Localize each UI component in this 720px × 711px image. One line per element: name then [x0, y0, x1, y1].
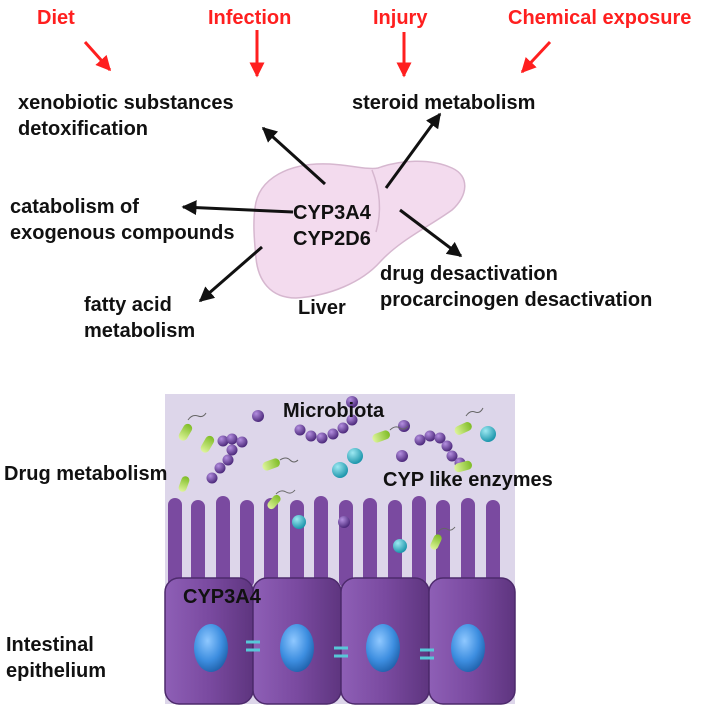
intestinal-epithelium-line-1: Intestinal — [6, 634, 94, 656]
arrow-to-drug — [399, 208, 463, 258]
liver-enzymes: CYP3A4 CYP2D6 — [293, 200, 371, 252]
function-xenobiotic: xenobiotic substances detoxification — [18, 90, 234, 142]
drug-metabolism-label: Drug metabolism — [4, 463, 168, 485]
trigger-chemical-exposure: Chemical exposure — [508, 7, 692, 29]
tight-junctions — [246, 640, 434, 660]
function-drug-line-1: drug desactivation — [380, 263, 558, 285]
function-drug: drug desactivation procarcinogen desacti… — [380, 261, 652, 313]
microbe-sphere — [396, 450, 408, 462]
rod-bacterium — [454, 407, 484, 435]
intestinal-epithelium-line-2: epithelium — [6, 660, 107, 682]
bacteria-chain — [206, 433, 248, 484]
liver-label: Liver — [298, 297, 346, 319]
function-drug-line-2: procarcinogen desactivation — [380, 289, 653, 311]
trigger-diet: Diet — [37, 7, 75, 29]
arrow-to-steroid — [384, 112, 442, 189]
enzyme-sphere — [347, 448, 363, 464]
enzyme-sphere — [393, 539, 407, 553]
rod-bacterium — [372, 425, 409, 443]
cell-nucleus — [451, 624, 485, 672]
bacteria-chain — [294, 414, 358, 444]
arrow-to-xenobiotic — [261, 126, 327, 186]
function-fatty-acid-line-1: fatty acid — [84, 294, 172, 316]
trigger-arrows — [83, 30, 552, 78]
rod-bacterium — [178, 476, 190, 492]
function-fatty-acid: fatty acid metabolism — [84, 292, 195, 344]
cyp-like-enzymes-label: CYP like enzymes — [383, 469, 553, 491]
cell-nucleus — [366, 624, 400, 672]
arrow-to-catabolism — [181, 200, 294, 216]
microbes — [178, 396, 496, 553]
trigger-infection: Infection — [208, 7, 292, 29]
function-xenobiotic-line-1: xenobiotic substances — [18, 92, 234, 114]
function-steroid: steroid metabolism — [352, 90, 535, 116]
function-xenobiotic-line-2: detoxification — [18, 118, 149, 140]
diet-arrow — [83, 41, 112, 72]
intestinal-epithelium-label: Intestinal epithelium — [6, 632, 106, 684]
microbe-sphere — [338, 516, 350, 528]
function-fatty-acid-line-2: metabolism — [84, 320, 196, 342]
liver-shape — [253, 160, 466, 299]
enzyme-sphere — [292, 515, 306, 529]
trigger-injury: Injury — [373, 7, 428, 29]
rod-bacterium — [267, 489, 296, 510]
microbiota-label: Microbiota — [283, 400, 385, 422]
function-catabolism: catabolism of exogenous compounds — [10, 194, 234, 246]
epithelial-cells — [164, 577, 516, 705]
rod-bacterium — [178, 412, 207, 441]
rod-bacterium — [200, 435, 215, 453]
liver-enzyme-cyp2d6: CYP2D6 — [293, 228, 371, 250]
liver-lobe-line — [371, 169, 381, 233]
rod-bacterium — [430, 526, 456, 550]
rod-bacterium — [454, 460, 472, 473]
arrow-to-fatty-acid — [198, 245, 263, 303]
function-arrows — [181, 112, 463, 303]
enzyme-sphere — [480, 426, 496, 442]
microbe-sphere — [252, 410, 264, 422]
enzyme-sphere — [332, 462, 348, 478]
microbe-sphere — [346, 396, 358, 408]
intestinal-cyp3a4-label: CYP3A4 — [183, 586, 261, 608]
rod-bacterium — [262, 457, 299, 471]
function-catabolism-line-1: catabolism of — [10, 196, 139, 218]
cell-nucleus — [194, 624, 228, 672]
function-steroid-line-1: steroid metabolism — [352, 92, 536, 114]
microbe-sphere — [398, 420, 410, 432]
chemical-arrow — [520, 40, 552, 74]
liver-enzyme-cyp3a4: CYP3A4 — [293, 202, 371, 224]
cell-nucleus — [280, 624, 314, 672]
function-catabolism-line-2: exogenous compounds — [10, 222, 235, 244]
